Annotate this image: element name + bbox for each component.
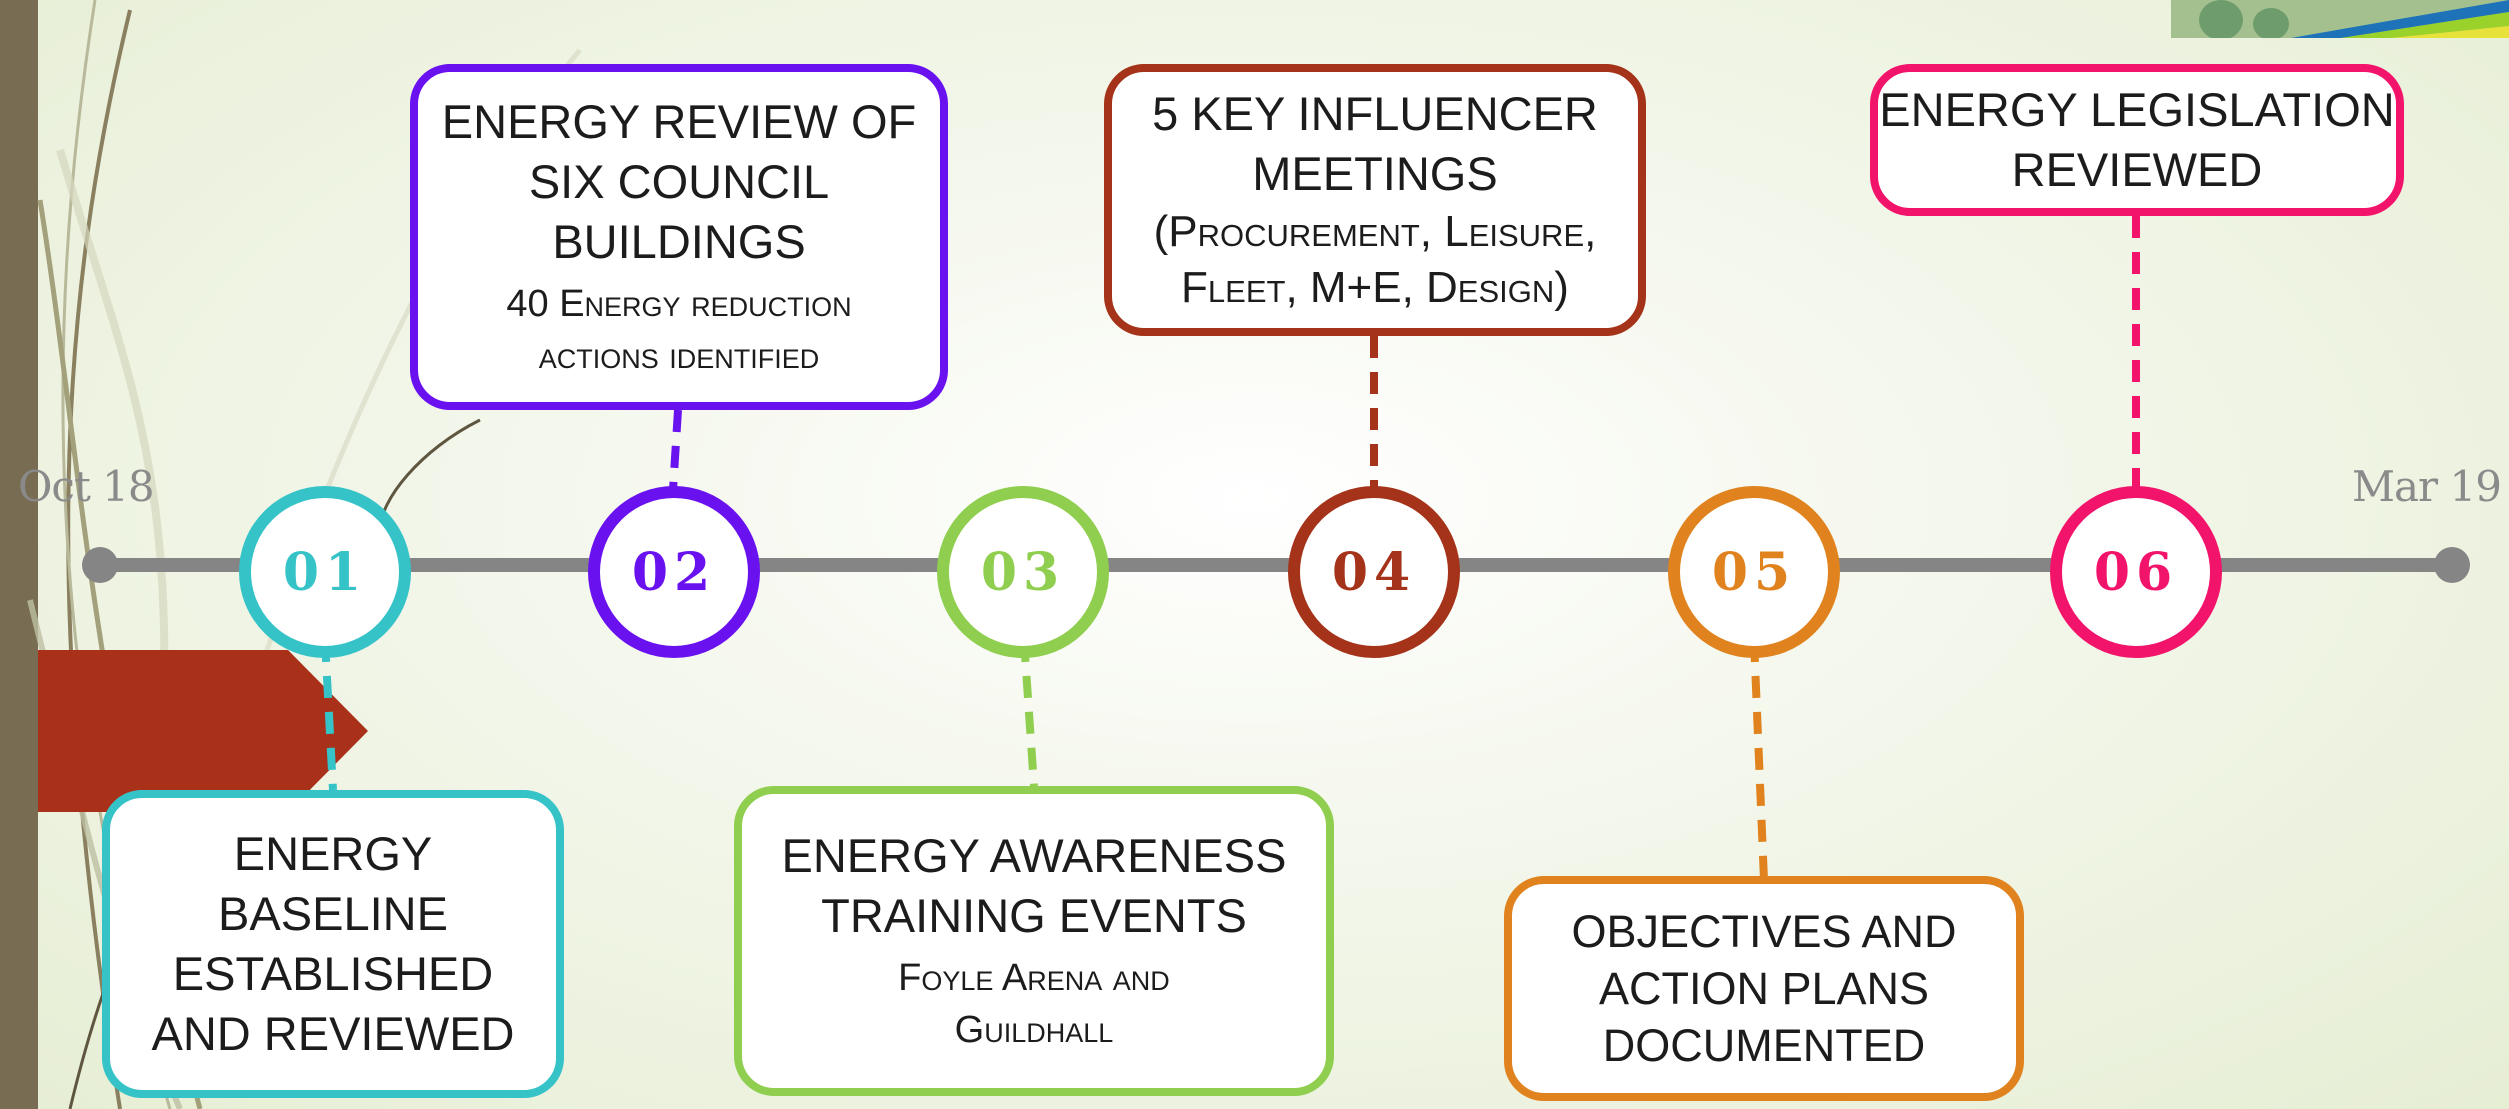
milestone-title-05: OBJECTIVES AND ACTION PLANS DOCUMENTED: [1571, 903, 1956, 1074]
milestone-title-line: ACTION PLANS: [1598, 963, 1930, 1014]
red-arrow-shape: [38, 650, 368, 812]
milestone-title-line: 5 KEY INFLUENCER: [1152, 87, 1598, 140]
side-bar: [0, 0, 38, 1109]
milestone-box-04: 5 KEY INFLUENCER MEETINGS (Procurement, …: [1104, 64, 1646, 336]
milestone-subtitle-line: actions identified: [538, 335, 820, 377]
milestone-subtitle-line: 40 Energy reduction: [506, 283, 852, 325]
start-date-label: Oct 18: [18, 462, 155, 511]
end-date-label: Mar 19: [2352, 462, 2502, 511]
milestone-title-line: TRAINING EVENTS: [821, 889, 1247, 942]
connector-03: [1020, 639, 1038, 787]
timeline-end-dot: [2434, 547, 2470, 583]
milestone-title-line: ENERGY LEGISLATION: [1879, 83, 2395, 136]
milestone-box-02: ENERGY REVIEW OF SIX COUNCIL BUILDINGS 4…: [410, 64, 948, 410]
milestone-title-04: 5 KEY INFLUENCER MEETINGS: [1152, 84, 1598, 204]
connector-01: [321, 639, 337, 791]
milestone-node-04: 04: [1288, 486, 1460, 658]
milestone-box-06: ENERGY LEGISLATION REVIEWED: [1870, 64, 2404, 216]
milestone-title-06: ENERGY LEGISLATION REVIEWED: [1879, 80, 2394, 200]
connector-02: [669, 409, 682, 491]
milestone-subtitle-line: (Procurement, Leisure,: [1153, 207, 1597, 256]
connector-05: [1750, 639, 1768, 881]
milestone-title-line: REVIEWED: [2011, 143, 2263, 196]
milestone-title-line: BUILDINGS: [552, 215, 806, 268]
milestone-title-line: SIX COUNCIL: [528, 155, 830, 208]
milestone-subtitle-02: 40 Energy reduction actions identified: [506, 278, 851, 382]
milestone-title-02: ENERGY REVIEW OF SIX COUNCIL BUILDINGS: [442, 92, 916, 272]
milestone-title-03: ENERGY AWARENESS TRAINING EVENTS: [782, 826, 1287, 946]
milestone-title-line: BASELINE: [218, 887, 448, 940]
milestone-title-line: DOCUMENTED: [1602, 1020, 1926, 1071]
milestone-node-05: 05: [1668, 486, 1840, 658]
milestone-subtitle-line: Guildhall: [954, 1009, 1114, 1051]
milestone-node-02: 02: [588, 486, 760, 658]
milestone-title-line: ESTABLISHED: [172, 947, 494, 1000]
milestone-title-line: OBJECTIVES AND: [1571, 906, 1957, 957]
milestone-node-01: 01: [239, 486, 411, 658]
timeline-start-dot: [82, 547, 118, 583]
milestone-title-line: ENERGY: [233, 827, 433, 880]
milestone-node-03: 03: [937, 486, 1109, 658]
milestone-subtitle-line: Foyle Arena and: [898, 957, 1170, 999]
milestone-title-line: MEETINGS: [1252, 147, 1498, 200]
milestone-title-01: ENERGY BASELINE ESTABLISHED AND REVIEWED: [152, 824, 515, 1064]
milestone-box-03: ENERGY AWARENESS TRAINING EVENTS Foyle A…: [734, 786, 1334, 1096]
milestone-title-line: AND REVIEWED: [151, 1007, 515, 1060]
corner-decoration: [2171, 0, 2509, 38]
milestone-box-01: ENERGY BASELINE ESTABLISHED AND REVIEWED: [102, 790, 564, 1098]
milestone-subtitle-03: Foyle Arena and Guildhall: [898, 952, 1170, 1056]
milestone-box-05: OBJECTIVES AND ACTION PLANS DOCUMENTED: [1504, 876, 2024, 1101]
milestone-subtitle-line: Fleet, M+E, Design): [1181, 263, 1569, 312]
milestone-node-06: 06: [2050, 486, 2222, 658]
milestone-title-line: ENERGY REVIEW OF: [441, 95, 917, 148]
milestone-subtitle-04: (Procurement, Leisure, Fleet, M+E, Desig…: [1154, 204, 1597, 316]
milestone-title-line: ENERGY AWARENESS: [781, 829, 1287, 882]
